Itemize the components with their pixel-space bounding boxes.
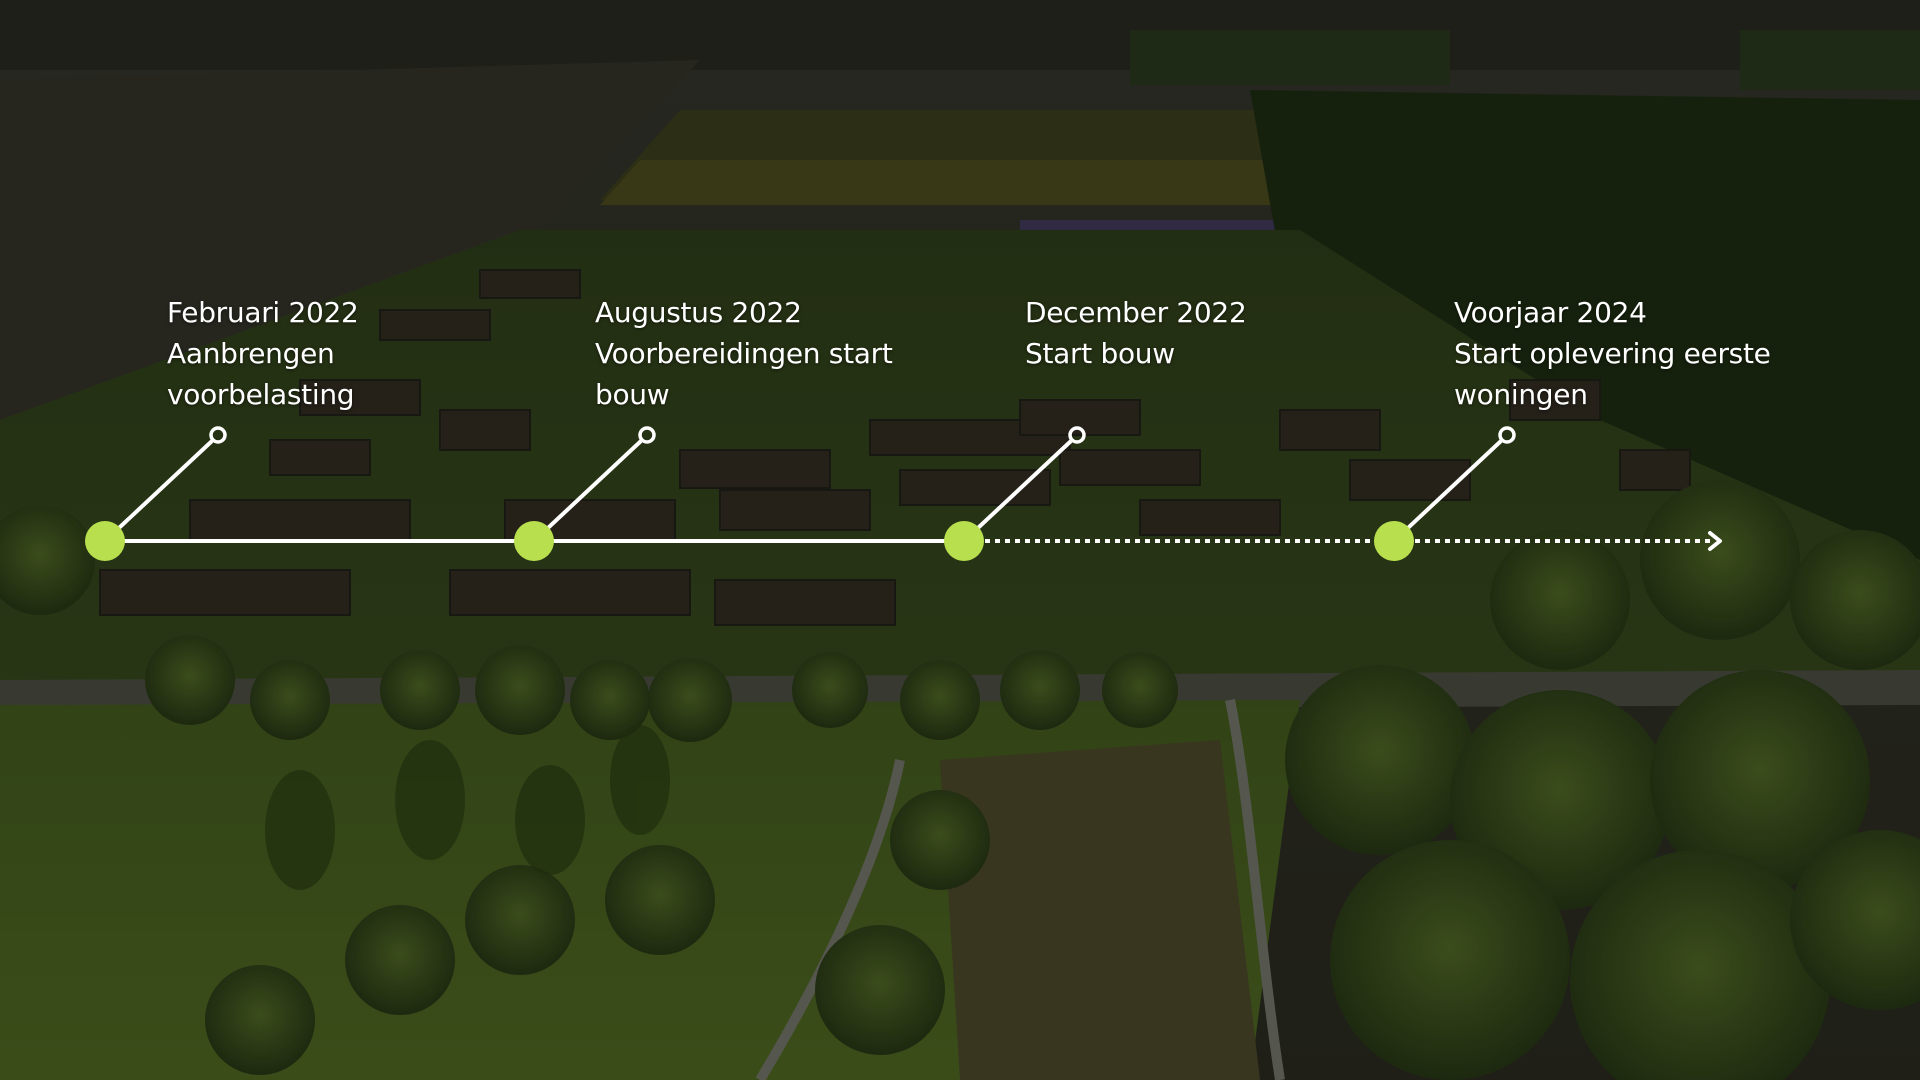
milestone-node-2: [514, 521, 554, 561]
timeline-arrow-icon: [1708, 531, 1722, 551]
milestone-anchor-ring: [1498, 426, 1516, 444]
milestone-node-3: [944, 521, 984, 561]
milestone-date: Augustus 2022: [595, 296, 802, 329]
milestone-node-1: [85, 521, 125, 561]
milestone-connector: [1392, 439, 1503, 543]
milestone-anchor-ring: [638, 426, 656, 444]
milestone-label-4: Voorjaar 2024 Start oplevering eerste wo…: [1454, 292, 1834, 415]
milestone-description: Start bouw: [1025, 337, 1175, 370]
milestone-node-4: [1374, 521, 1414, 561]
milestone-description: Start oplevering eerste woningen: [1454, 337, 1771, 411]
milestone-date: December 2022: [1025, 296, 1247, 329]
milestone-connector: [103, 439, 214, 543]
milestone-description: Aanbrengen voorbelasting: [167, 337, 355, 411]
milestone-date: Februari 2022: [167, 296, 359, 329]
milestone-connector: [532, 439, 643, 543]
milestone-connector: [962, 439, 1073, 543]
milestone-label-3: December 2022 Start bouw: [1025, 292, 1405, 374]
milestone-description: Voorbereidingen start bouw: [595, 337, 893, 411]
milestone-label-1: Februari 2022 Aanbrengen voorbelasting: [167, 292, 547, 415]
milestone-date: Voorjaar 2024: [1454, 296, 1647, 329]
milestone-label-2: Augustus 2022 Voorbereidingen start bouw: [595, 292, 975, 415]
milestone-anchor-ring: [1068, 426, 1086, 444]
milestone-anchor-ring: [209, 426, 227, 444]
